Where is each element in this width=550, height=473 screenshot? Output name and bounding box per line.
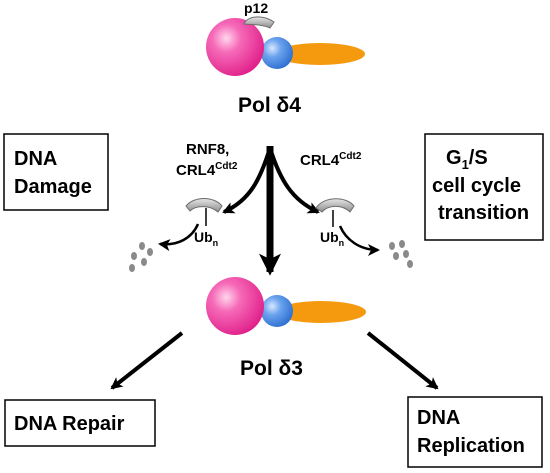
dna-repair-box: DNA Repair — [4, 399, 156, 447]
pol-delta3-complex — [206, 277, 366, 335]
dna-damage-line1: DNA — [14, 148, 57, 170]
large-subunit — [206, 18, 264, 76]
dna-replication-line2: Replication — [417, 435, 525, 457]
p12-label: p12 — [244, 0, 268, 16]
g1s-transition-box: G1/S cell cycle transition — [424, 133, 544, 241]
dna-damage-box: DNA Damage — [3, 133, 109, 211]
ligase-right-label: CRL4Cdt2 — [300, 151, 362, 169]
g1s-line2: cell cycle — [432, 175, 521, 197]
right-branch-arrow — [268, 147, 320, 214]
degradation-fragments-icon-right — [389, 240, 413, 268]
ubn-right-label: Ubn — [320, 229, 344, 248]
pol-delta3-label: Pol δ3 — [240, 357, 303, 380]
ubn-left-label: Ubn — [194, 229, 218, 248]
arrow-to-repair — [110, 331, 184, 390]
dna-damage-line2: Damage — [14, 176, 92, 198]
pol-delta4-complex: p12 — [206, 0, 365, 76]
dna-replication-line1: DNA — [417, 407, 460, 429]
small-subunit — [261, 37, 293, 69]
p12-subunit-icon — [243, 16, 275, 29]
ligase-left-line2: CRL4Cdt2 — [176, 161, 238, 179]
g1s-line1: G1/S — [446, 147, 488, 172]
degradation-fragments-icon — [129, 242, 153, 272]
p12-subunit-right-icon — [315, 198, 355, 213]
small-subunit — [261, 295, 293, 327]
large-subunit — [206, 277, 264, 335]
g1s-line3: transition — [438, 202, 529, 224]
pol-delta4-label: Pol δ4 — [238, 94, 301, 117]
degradation-arrow-left — [158, 223, 200, 252]
p12-subunit-left-icon — [185, 198, 223, 213]
left-branch-arrow — [222, 147, 272, 214]
degradation-arrow-right — [338, 225, 380, 256]
tail-subunit — [275, 43, 365, 65]
arrow-to-replication — [366, 331, 439, 390]
tail-subunit — [276, 301, 366, 323]
dna-repair-label: DNA Repair — [14, 413, 125, 435]
ligase-left-line1: RNF8, — [186, 141, 229, 158]
dna-replication-box: DNA Replication — [407, 396, 543, 468]
